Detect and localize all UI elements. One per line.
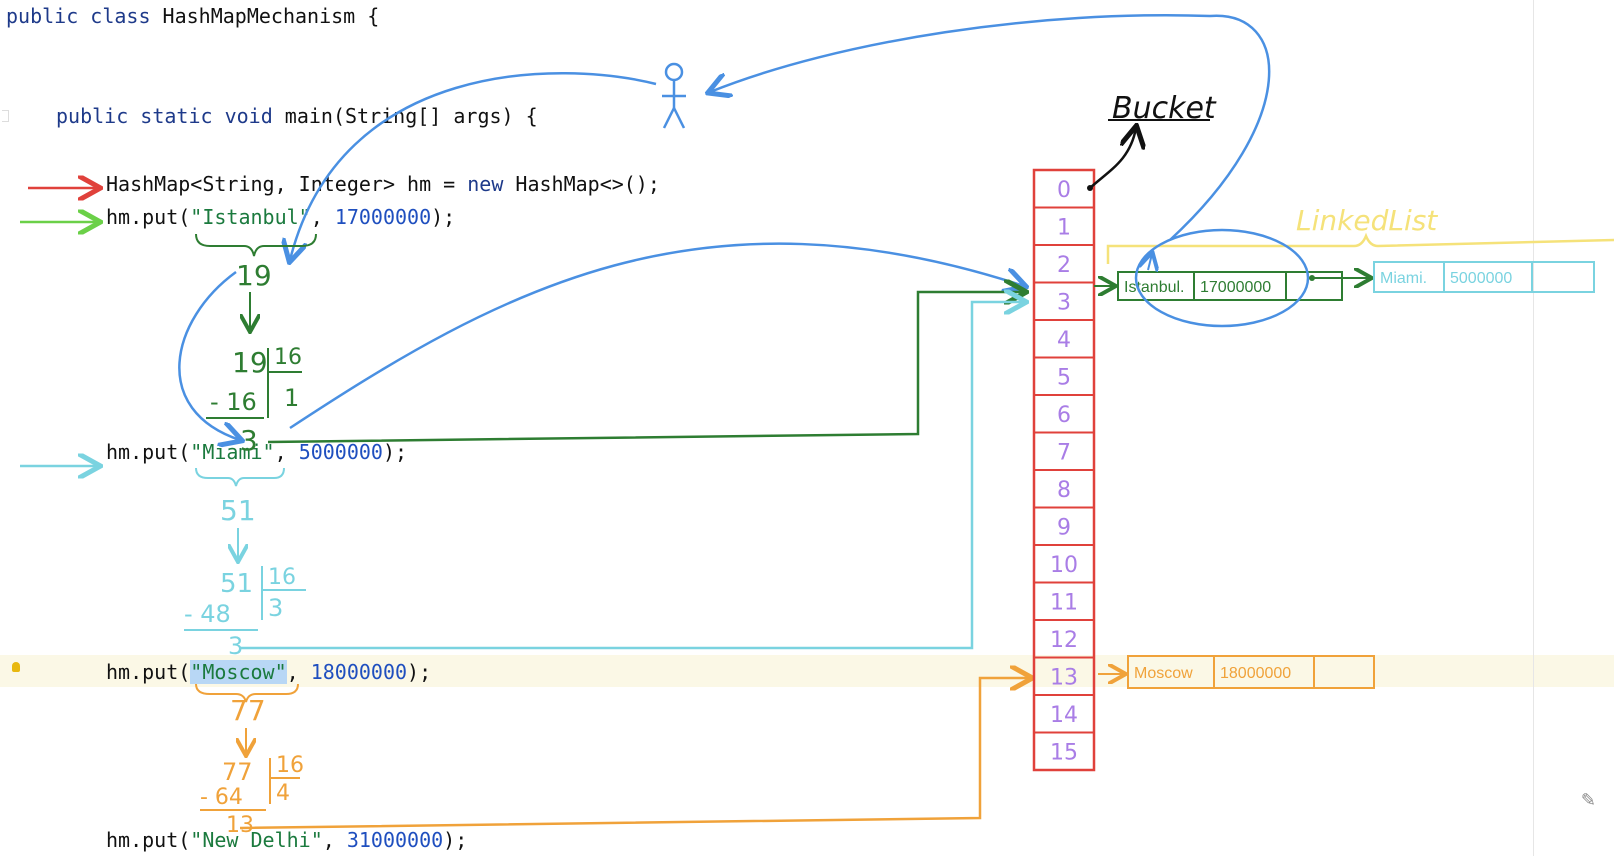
code-line-main[interactable]: public static void main(String[] args) { <box>56 104 538 128</box>
svg-text:3: 3 <box>228 632 243 660</box>
main-signature: main(String[] args) { <box>284 104 538 128</box>
bucket-index-4: 4 <box>1057 328 1071 353</box>
put-value: 5000000 <box>298 440 383 464</box>
linkedlist-bracket <box>1106 232 1614 264</box>
svg-text:- 16: - 16 <box>210 388 257 416</box>
put-end: ); <box>382 440 408 464</box>
pencil-icon[interactable]: ✎ <box>1580 790 1596 811</box>
bucket-index-12: 12 <box>1050 628 1078 653</box>
bucket-index-7: 7 <box>1057 440 1071 465</box>
miami-node: Miami. 5000000 <box>1373 261 1595 293</box>
istanbul-div-dividend: 19 <box>232 346 268 379</box>
bucket-index-0: 0 <box>1057 178 1071 203</box>
code-line-put-miami[interactable]: hm.put("Miami", 5000000); <box>106 440 407 464</box>
put-call: hm.put( <box>106 828 191 852</box>
bucket-index-13: 13 <box>1050 665 1078 690</box>
miami-hash-value: 51 <box>220 494 256 527</box>
svg-text:77: 77 <box>222 758 253 786</box>
person-to-code-arrow <box>290 71 657 260</box>
moscow-hash-value: 77 <box>230 694 266 727</box>
code-line-put-newdelhi[interactable]: hm.put("New Delhi", 31000000); <box>106 828 467 852</box>
bucket-index-6: 6 <box>1057 403 1071 428</box>
bucket-index-9: 9 <box>1057 515 1071 540</box>
svg-text:16: 16 <box>274 345 302 370</box>
miami-brace <box>195 467 285 487</box>
hashmap-ctor: HashMap<>(); <box>503 172 660 196</box>
bucket-to-person-arrow <box>710 13 1271 241</box>
put-sep: , <box>322 828 347 852</box>
svg-text:16: 16 <box>276 753 304 778</box>
moscow-node-value: 18000000 <box>1220 665 1291 682</box>
istanbul-hash-value: 19 <box>236 259 272 292</box>
istanbul-node-value: 17000000 <box>1200 279 1271 296</box>
miami-node-value: 5000000 <box>1450 270 1512 287</box>
lightbulb-icon[interactable] <box>12 662 20 672</box>
put-value: 18000000 <box>310 660 408 684</box>
svg-text:3: 3 <box>240 424 258 457</box>
svg-text:4: 4 <box>276 781 290 806</box>
moscow-route <box>239 678 1030 830</box>
hashmap-decl: HashMap<String, Integer> hm = <box>106 172 468 196</box>
istanbul-brace <box>195 233 317 257</box>
class-name: HashMapMechanism { <box>162 4 380 28</box>
istanbul-blue-route <box>289 242 1024 430</box>
put-key: "Istanbul" <box>190 205 311 229</box>
put-value: 17000000 <box>334 205 432 229</box>
moscow-node: Moscow 18000000 <box>1127 655 1375 689</box>
svg-text:3: 3 <box>268 594 283 622</box>
keyword-public-class: public class <box>6 4 151 28</box>
put-end: ); <box>443 828 468 852</box>
put-sep: , <box>310 205 335 229</box>
svg-text:- 64: - 64 <box>200 785 243 810</box>
svg-text:13: 13 <box>226 813 254 838</box>
bucket-index-8: 8 <box>1057 478 1071 503</box>
code-line-put-moscow[interactable]: hm.put("Moscow", 18000000); <box>106 660 431 684</box>
bucket-label-arrow <box>1089 128 1136 189</box>
moscow-brace <box>195 683 299 703</box>
put-end: ); <box>431 205 456 229</box>
svg-text:1: 1 <box>284 384 299 412</box>
gutter-fold-marker[interactable] <box>2 110 9 122</box>
bucket-index-5: 5 <box>1057 365 1071 390</box>
svg-text:51: 51 <box>220 569 253 599</box>
put-value: 31000000 <box>346 828 444 852</box>
bucket-index-2: 2 <box>1057 253 1071 278</box>
miami-route <box>240 302 1024 650</box>
bucket-index-10: 10 <box>1050 553 1078 578</box>
bucket-highlight-circle <box>1134 228 1310 328</box>
miami-node-key: Miami. <box>1380 270 1427 287</box>
bucket-index-15: 15 <box>1050 740 1078 765</box>
bucket-index-1: 1 <box>1057 215 1071 240</box>
svg-text:- 48: - 48 <box>184 600 231 628</box>
keyword-public-static-void: public static void <box>56 104 273 128</box>
bucket-index-14: 14 <box>1050 703 1078 728</box>
keyword-new: new <box>467 172 504 196</box>
person-icon <box>662 62 686 129</box>
istanbul-green-route <box>267 292 1024 444</box>
put-call: hm.put( <box>106 205 191 229</box>
istanbul-node-key: Istanbul. <box>1124 279 1184 296</box>
code-line-put-istanbul[interactable]: hm.put("Istanbul", 17000000); <box>106 205 455 229</box>
put-sep: , <box>274 440 299 464</box>
bucket-index-3: 3 <box>1057 290 1071 315</box>
editor-right-margin <box>1533 0 1534 856</box>
put-end: ); <box>407 660 432 684</box>
svg-text:16: 16 <box>268 565 296 590</box>
put-sep: , <box>286 660 311 684</box>
put-key: "New Delhi" <box>190 828 323 852</box>
put-call: hm.put( <box>106 440 191 464</box>
put-key-selected[interactable]: "Moscow" <box>190 660 287 684</box>
linkedlist-label: LinkedList <box>1296 204 1438 237</box>
bucket-index-11: 11 <box>1050 590 1078 615</box>
moscow-node-key: Moscow <box>1134 665 1193 682</box>
put-call: hm.put( <box>106 660 191 684</box>
code-line-hashmap[interactable]: HashMap<String, Integer> hm = new HashMa… <box>106 172 660 196</box>
code-line-class[interactable]: public class HashMapMechanism { <box>6 4 379 28</box>
